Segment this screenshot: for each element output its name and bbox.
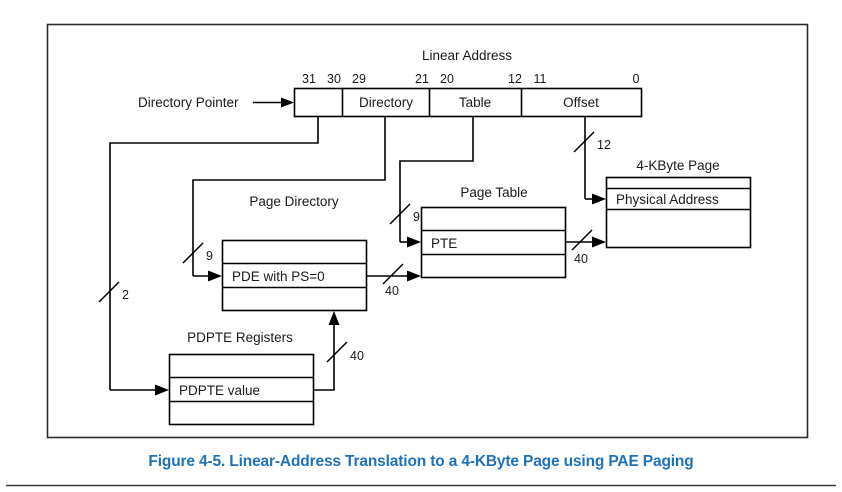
route-table-index xyxy=(399,116,474,242)
linear-address-bar xyxy=(293,87,643,118)
width-2-label: 2 xyxy=(122,288,129,302)
bit-tick-0: 0 xyxy=(633,72,640,86)
bit-tick-11: 11 xyxy=(534,72,547,86)
bit-tick-20: 20 xyxy=(440,72,454,86)
pdpte-registers-box xyxy=(168,353,315,426)
pdpte-registers-title: PDPTE Registers xyxy=(187,330,293,345)
width-40-pde-label: 40 xyxy=(385,284,399,298)
bit-tick-12: 12 xyxy=(508,72,522,86)
page-table-entry-label: PTE xyxy=(431,236,457,251)
page-table-title: Page Table xyxy=(460,185,527,200)
linear-address-title: Linear Address xyxy=(422,48,512,63)
bit-tick-21: 21 xyxy=(415,72,429,86)
bit-tick-31: 31 xyxy=(302,72,316,86)
width-40-pte-slash xyxy=(571,229,593,251)
pte-route-arrowhead xyxy=(592,236,606,248)
pdpte-route-arrowhead xyxy=(155,384,169,396)
width-40-pdpte-label: 40 xyxy=(350,349,364,363)
width-40-pte-label: 40 xyxy=(574,252,588,266)
figure-caption: Figure 4-5. Linear-Address Translation t… xyxy=(148,453,693,470)
pdpte-value-label: PDPTE value xyxy=(179,383,260,398)
width-9-table-label: 9 xyxy=(413,210,420,224)
width-40-pdpte-slash xyxy=(326,341,348,363)
width-2-slash xyxy=(98,281,120,303)
table-route-arrowhead xyxy=(407,236,421,248)
route-pdpte-to-pagedirectory xyxy=(313,320,335,391)
width-9-directory-slash xyxy=(182,242,204,264)
page-directory-title: Page Directory xyxy=(249,194,339,209)
width-40-pde-slash xyxy=(382,263,404,285)
width-9-directory-label: 9 xyxy=(206,249,213,263)
width-12-slash xyxy=(573,131,595,153)
bit-tick-29: 29 xyxy=(352,72,366,86)
route-pdpte-index xyxy=(109,116,319,390)
offset-route-arrowhead xyxy=(592,193,606,205)
pde-route-arrowhead xyxy=(407,270,421,282)
width-9-table-slash xyxy=(389,203,411,225)
directory-pointer-label: Directory Pointer xyxy=(138,95,239,110)
page-directory-box xyxy=(221,239,368,312)
linear-address-field-table: Table xyxy=(459,95,491,110)
directory-pointer-arrowhead xyxy=(281,97,294,108)
page-directory-entry-label: PDE with PS=0 xyxy=(232,269,325,284)
four-kbyte-page-title: 4-KByte Page xyxy=(636,158,719,173)
width-12-label: 12 xyxy=(597,138,611,152)
bit-tick-30: 30 xyxy=(327,72,341,86)
linear-address-field-offset: Offset xyxy=(563,95,599,110)
page-table-box xyxy=(420,206,567,279)
directory-route-arrowhead xyxy=(208,270,222,282)
route-directory-index xyxy=(192,116,386,276)
linear-address-field-directory: Directory xyxy=(359,95,413,110)
pdpte-to-pd-arrowhead xyxy=(328,311,340,325)
physical-address-label: Physical Address xyxy=(616,192,719,207)
